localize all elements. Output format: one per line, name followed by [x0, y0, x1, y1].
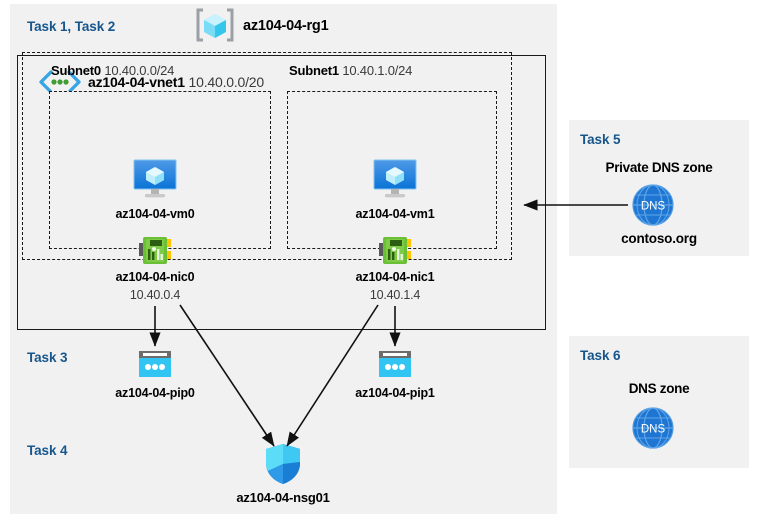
- subnet1-address-space: 10.40.1.0/24: [342, 63, 413, 78]
- task-label-5: Task 5: [580, 132, 621, 147]
- public-ip-address-icon: [379, 351, 411, 377]
- subnets-container: Subnet0 10.40.0.0/24 Subnet1 10.40.1.0/2…: [22, 52, 512, 260]
- nic0-ip: 10.40.0.4: [129, 288, 181, 302]
- vnet-title: az104-04-vnet1 10.40.0.0/20: [88, 74, 264, 90]
- task-label-3: Task 3: [27, 350, 68, 365]
- subnet0-title: Subnet0 10.40.0.0/24: [51, 63, 174, 78]
- public-ip-address-icon: [139, 351, 171, 377]
- svg-text:DNS: DNS: [641, 424, 666, 436]
- virtual-network-icon: [39, 70, 81, 94]
- dns-globe-icon: DNS: [632, 407, 674, 449]
- subnet1-name: Subnet1: [289, 63, 339, 78]
- virtual-machine-icon: [133, 159, 177, 198]
- task-label-6: Task 6: [580, 348, 621, 363]
- subnet1-title: Subnet1 10.40.1.0/24: [289, 63, 412, 78]
- network-interface-icon: [139, 237, 171, 264]
- vnet-address-space: 10.40.0.0/20: [188, 74, 265, 90]
- network-interface-icon: [379, 237, 411, 264]
- nic1-label: az104-04-nic1: [355, 270, 435, 284]
- subnet0-address-space: 10.40.0.0/24: [104, 63, 175, 78]
- nic0-label: az104-04-nic0: [115, 270, 195, 284]
- subnet0-box: [49, 91, 271, 249]
- resource-group-name: az104-04-rg1: [243, 18, 329, 34]
- private-dns-zone-name: contoso.org: [621, 231, 697, 246]
- private-dns-zone-title: Private DNS zone: [605, 160, 713, 175]
- resource-group-title: az104-04-rg1: [243, 18, 329, 34]
- task3-panel: [17, 336, 546, 408]
- task-label-4: Task 4: [27, 443, 68, 458]
- pip1-label: az104-04-pip1: [355, 386, 435, 400]
- vnet-name: az104-04-vnet1: [88, 74, 185, 90]
- pip0-label: az104-04-pip0: [115, 386, 195, 400]
- resource-group-cube-icon: [196, 8, 234, 42]
- svg-text:DNS: DNS: [641, 201, 666, 213]
- nsg-label: az104-04-nsg01: [236, 490, 330, 505]
- network-security-group-shield-icon: [266, 444, 300, 484]
- nic1-ip: 10.40.1.4: [369, 288, 421, 302]
- dns-globe-icon: DNS: [632, 184, 674, 226]
- subnet0-name: Subnet0: [51, 63, 101, 78]
- dns-zone-title: DNS zone: [628, 381, 690, 396]
- task-label-1-2: Task 1, Task 2: [27, 19, 116, 34]
- vm1-label: az104-04-vm1: [355, 207, 435, 221]
- vm0-label: az104-04-vm0: [115, 207, 195, 221]
- virtual-machine-icon: [373, 159, 417, 198]
